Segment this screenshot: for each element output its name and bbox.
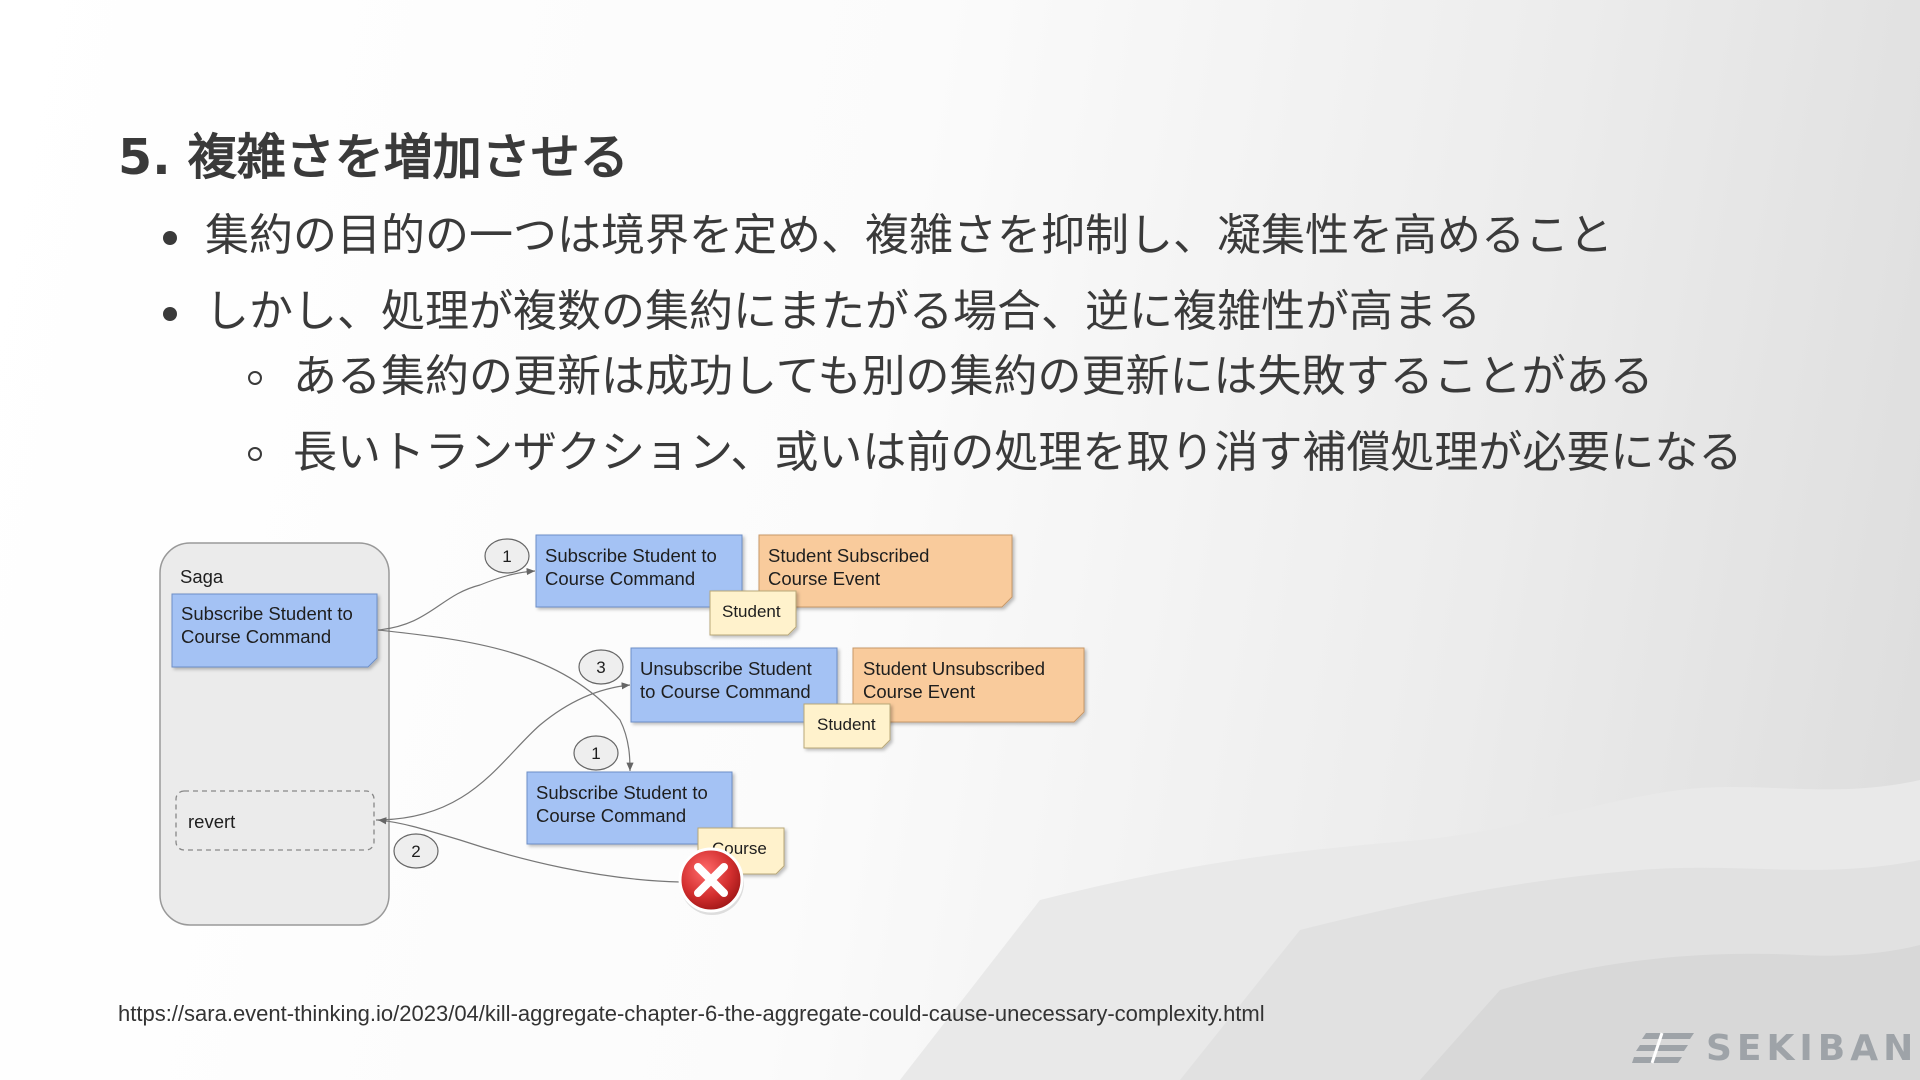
command-unsubscribe-student (630, 647, 838, 723)
step-label: 1 (591, 744, 600, 763)
command-line-1: Unsubscribe Student (640, 658, 812, 679)
sub-bullet-item: 長いトランザクション、或いは前の処理を取り消す補償処理が必要になる (248, 431, 1742, 475)
event-line-1: Student Subscribed (768, 545, 929, 566)
step-label: 1 (502, 547, 511, 566)
step-badge-2: 2 (393, 833, 439, 869)
bullet-text: 集約の目的の一つは境界を定め、複雑さを抑制し、凝集性を高めること (205, 210, 1613, 261)
command-line-2: Course Command (545, 568, 695, 589)
error-x-icon (678, 847, 744, 915)
command-subscribe-student-top-text: Subscribe Student to Course Command (545, 545, 722, 589)
saga-command-line-1: Subscribe Student to (181, 603, 353, 624)
event-line-1: Student Unsubscribed (863, 658, 1045, 679)
step-label: 2 (411, 842, 420, 861)
command-unsubscribe-text: Unsubscribe Student to Course Command (640, 658, 817, 702)
sekiban-logo-icon (1632, 1032, 1694, 1064)
source-link[interactable]: https://sara.event-thinking.io/2023/04/k… (118, 1001, 1265, 1026)
brand-logo: SEKIBAN (1632, 1026, 1918, 1070)
arrow-saga-to-subscribe-top (377, 567, 536, 631)
revert-label: revert (188, 811, 235, 832)
aggregate-student-2-label: Student (817, 715, 876, 734)
step-label: 3 (596, 658, 605, 677)
saga-command-sticky (171, 593, 378, 668)
saga-command-line-2: Course Command (181, 626, 331, 647)
bullet-item: 集約の目的の一つは境界を定め、複雑さを抑制し、凝集性を高めること (163, 214, 1613, 258)
event-student-subscribed-text: Student Subscribed Course Event (768, 545, 935, 589)
arrow-error-to-revert (377, 817, 681, 883)
sub-bullet-text: ある集約の更新は成功しても別の集約の更新には失敗することがある (293, 351, 1654, 402)
command-line-2: to Course Command (640, 681, 811, 702)
revert-box (175, 790, 375, 851)
sub-bullet-item: ある集約の更新は成功しても別の集約の更新には失敗することがある (248, 355, 1653, 399)
step-badge-1-top: 1 (484, 538, 530, 574)
command-subscribe-student-top (535, 534, 743, 608)
bullet-item: しかし、処理が複数の集約にまたがる場合、逆に複雑性が高まる (163, 290, 1481, 334)
sub-bullet-ring (248, 447, 262, 461)
event-line-2: Course Event (863, 681, 975, 702)
slide-title: 5. 複雑さを増加させる (118, 129, 629, 186)
saga-command-text: Subscribe Student to Course Command (181, 603, 358, 647)
aggregate-student-1 (709, 590, 797, 636)
bullet-dot (163, 307, 177, 321)
sub-bullet-ring (248, 371, 262, 385)
step-badge-3: 3 (578, 649, 624, 685)
aggregate-student-1-label: Student (722, 602, 781, 621)
sub-bullet-text: 長いトランザクション、或いは前の処理を取り消す補償処理が必要になる (293, 427, 1743, 478)
brand-name: SEKIBAN (1706, 1027, 1919, 1069)
event-line-2: Course Event (768, 568, 880, 589)
arrow-revert-to-unsubscribe (375, 682, 631, 821)
event-student-unsubscribed-text: Student Unsubscribed Course Event (863, 658, 1050, 702)
bullet-text: しかし、処理が複数の集約にまたがる場合、逆に複雑性が高まる (205, 286, 1481, 337)
aggregate-student-2 (803, 703, 891, 749)
command-line-1: Subscribe Student to (536, 782, 708, 803)
command-line-1: Subscribe Student to (545, 545, 717, 566)
saga-label: Saga (180, 566, 224, 587)
step-badge-1-bottom: 1 (573, 735, 619, 771)
command-line-2: Course Command (536, 805, 686, 826)
bullet-dot (163, 231, 177, 245)
command-subscribe-student-bottom-text: Subscribe Student to Course Command (536, 782, 713, 826)
arrow-saga-to-subscribe-bottom (377, 629, 634, 772)
